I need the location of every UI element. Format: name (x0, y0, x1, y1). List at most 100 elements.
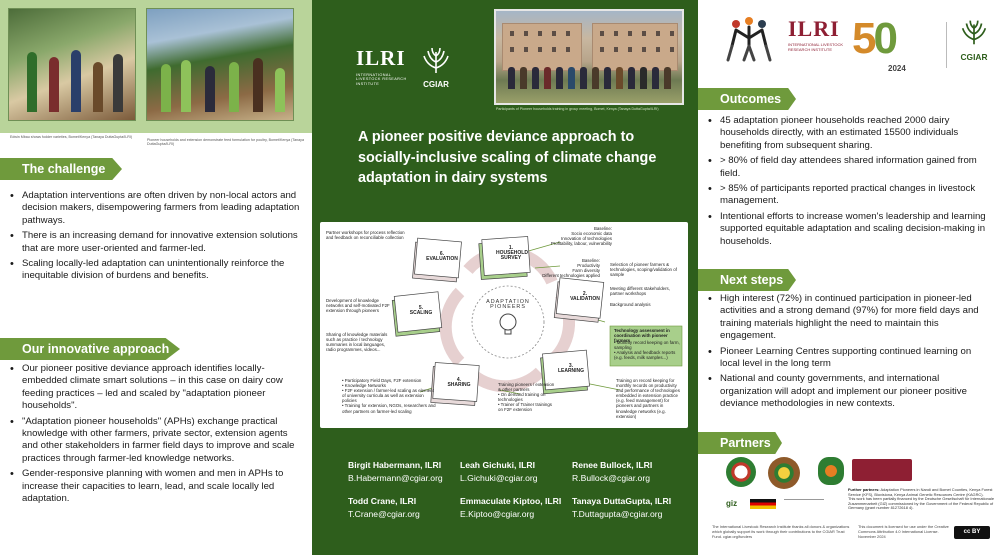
cgiar-label: CGIAR (960, 52, 988, 62)
approach-heading: Our innovative approach (0, 338, 180, 360)
cgiar-wheat-icon (961, 20, 987, 45)
nandi-county-logo (726, 457, 756, 487)
further-partners-text: Further partners: Adaptation Pioneers in… (848, 487, 998, 511)
note-sharing-materials: Sharing of knowledge materials such as p… (326, 332, 388, 353)
step-label: HOUSEHOLD SURVEY (496, 250, 528, 262)
cgiar-wheat-icon (423, 47, 449, 73)
ilri-full-name: INTERNATIONAL LIVESTOCK RESEARCH INSTITU… (356, 73, 407, 86)
kenya-government-logo (818, 457, 844, 485)
note-knowledge-networks: Development of knowledge networks and se… (326, 298, 390, 314)
author-name: Tanaya DuttaGupta, ILRI (572, 496, 672, 506)
author-crane: Todd Crane, ILRI T.Crane@cgiar.org (348, 495, 420, 521)
further-partners-list: Adaptation Pioneers in Nandi and Bomet C… (848, 487, 993, 497)
note-technology-assessment: Technology assessment in coordination wi… (614, 328, 670, 344)
step-label: LEARNING (557, 368, 585, 375)
step-label: SHARING (447, 382, 471, 389)
photo-band (0, 0, 312, 133)
step-number: 5. (418, 305, 424, 311)
step-label: EVALUATION (426, 256, 458, 263)
diagram-center-label: ADAPTATION PIONEERS (486, 299, 530, 311)
author-gichuki: Leah Gichuki, ILRI L.Gichuki@cgiar.org (460, 459, 538, 485)
next-steps-list: High interest (72%) in continued partici… (708, 293, 992, 414)
giz-logo: giz (726, 499, 738, 508)
step-evaluation: 6.EVALUATION (424, 251, 460, 263)
author-kiptoo: Emmaculate Kiptoo, ILRI E.Kiptoo@cgiar.o… (460, 495, 561, 521)
cc-by-license-icon[interactable]: cc BY (954, 526, 990, 539)
step-label: SCALING (409, 310, 433, 317)
note-technology-items: • Monthly record keeping on farm, sampli… (614, 340, 680, 361)
logo-divider (946, 22, 947, 68)
challenge-heading: The challenge (0, 158, 122, 180)
author-email[interactable]: E.Kiptoo@cgiar.org (460, 509, 535, 519)
step-scaling: 5.SCALING (406, 305, 436, 317)
group-photo (494, 9, 684, 105)
author-name: Emmaculate Kiptoo, ILRI (460, 496, 562, 506)
author-habermann: Birgit Habermann, ILRI B.Habermann@cgiar… (348, 459, 443, 485)
photo-feed-formulation (146, 8, 294, 121)
further-partners-label: Further partners: (848, 487, 880, 492)
list-item: Pioneer Learning Centres supporting cont… (708, 346, 992, 371)
partner-banner-logo (852, 459, 912, 481)
step-sharing: 4.SHARING (444, 377, 474, 389)
step-number: 6. (439, 251, 445, 257)
step-validation: 2.VALIDATION (568, 291, 602, 302)
middle-column: ILRI INTERNATIONAL LIVESTOCK RESEARCH IN… (312, 0, 698, 555)
anniversary-zero: 0 (873, 14, 898, 63)
list-item: There is an increasing demand for innova… (10, 230, 302, 255)
note-baseline-productivity: Baseline: Productivity Farm diversity Di… (542, 258, 600, 279)
author-email[interactable]: R.Bullock@cgiar.org (572, 473, 650, 483)
diagram-graphic (391, 236, 683, 406)
partner-logos: giz Further partners: Adaptation Pioneer… (724, 455, 994, 513)
anniversary-50-logo: 50 (852, 14, 898, 64)
list-item: > 80% of field day attendees shared info… (708, 155, 992, 180)
step-number: 2. (582, 291, 588, 297)
process-diagram: 1.HOUSEHOLD SURVEY 2.VALIDATION 3.LEARNI… (320, 222, 688, 428)
germany-flag (750, 499, 776, 509)
anniversary-five: 5 (852, 14, 877, 63)
author-name: Leah Gichuki, ILRI (460, 460, 535, 470)
step-number: 3. (568, 363, 574, 369)
list-item: National and county governments, and int… (708, 373, 992, 410)
author-email[interactable]: T.Crane@cgiar.org (348, 509, 420, 519)
ilri-name: ILRI (788, 16, 840, 41)
logo-row: ILRI INTERNATIONAL LIVESTOCK RESEARCH IN… (724, 14, 994, 74)
partners-heading: Partners (698, 432, 782, 454)
cgiar-label: CGIAR (423, 80, 449, 89)
outcomes-list: 45 adaptation pioneer households reached… (708, 115, 992, 251)
list-item: Adaptation interventions are often drive… (10, 190, 302, 227)
author-duttagupta: Tanaya DuttaGupta, ILRI T.Duttagupta@cgi… (572, 495, 671, 521)
author-name: Birgit Habermann, ILRI (348, 460, 442, 470)
right-column: ILRI INTERNATIONAL LIVESTOCK RESEARCH IN… (698, 0, 1000, 555)
list-item: High interest (72%) in continued partici… (708, 293, 992, 343)
photo1-caption: Edwin Mbau shows fodder varieties, Bomet… (10, 135, 133, 139)
approach-list: Our pioneer positive deviance approach i… (10, 363, 302, 508)
author-email[interactable]: B.Habermann@cgiar.org (348, 473, 443, 483)
poster-title: A pioneer positive deviance approach to … (358, 129, 657, 186)
step-household-survey: 1.HOUSEHOLD SURVEY (496, 245, 528, 262)
ilri-name: ILRI (356, 46, 406, 70)
list-item: Gender-responsive planning with women an… (10, 468, 302, 505)
list-item: "Adaptation pioneer households" (APHs) e… (10, 416, 302, 466)
group-photo-caption: Participants of Pioneer households train… (496, 107, 659, 111)
bomet-county-logo (768, 457, 800, 489)
outcomes-heading: Outcomes (698, 88, 796, 110)
donor-acknowledgement: The International Livestock Research Ins… (712, 524, 850, 539)
note-partner-workshops: Partner workshops for process reflection… (326, 230, 405, 241)
author-email[interactable]: T.Duttagupta@cgiar.org (572, 509, 663, 519)
note-selection: Selection of pioneer farmers & technolog… (610, 262, 677, 278)
note-background-analysis: Background analysis (610, 302, 651, 307)
cgiar-logo-right: CGIAR (954, 18, 994, 62)
photo-fodder-varieties (8, 8, 136, 121)
left-column: Edwin Mbau shows fodder varieties, Bomet… (0, 0, 312, 555)
note-baseline: Baseline: Socio economic data Innovation… (550, 226, 612, 247)
people-logo-icon (726, 17, 772, 62)
anniversary-year: 2024 (888, 64, 906, 73)
challenge-list: Adaptation interventions are often drive… (10, 190, 302, 286)
ilri-logo: ILRI INTERNATIONAL LIVESTOCK RESEARCH IN… (356, 46, 408, 86)
author-email[interactable]: L.Gichuki@cgiar.org (460, 473, 538, 483)
author-name: Renee Bullock, ILRI (572, 460, 653, 470)
list-item: 45 adaptation pioneer households reached… (708, 115, 992, 152)
funding-statement: This work has been partially financed by… (848, 496, 994, 511)
note-training-pioneers: Training pioneers / extension & other pa… (498, 382, 555, 413)
cgiar-logo: CGIAR (416, 46, 456, 89)
